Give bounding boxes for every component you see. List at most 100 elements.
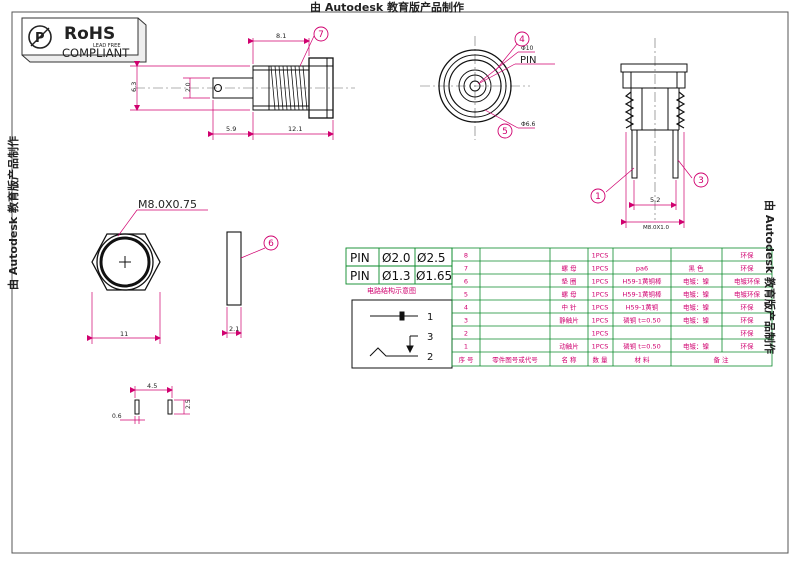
bom-cell: 电镀：镍 bbox=[683, 303, 710, 312]
bom-cell: 动触片 bbox=[559, 342, 579, 351]
pin-table-text: PIN Ø2.0 Ø2.5 PIN Ø1.3 Ø1.65 bbox=[350, 251, 452, 283]
schematic-pin-labels: 1 3 2 bbox=[427, 312, 433, 363]
bom-header-material: 材 料 bbox=[634, 355, 650, 364]
bom-cell: 1PCS bbox=[592, 291, 609, 299]
front-view bbox=[420, 36, 530, 140]
front-view-leaders bbox=[477, 51, 555, 129]
bom-cell: 电镀：镍 bbox=[683, 342, 710, 351]
pin-table-r2c1: PIN bbox=[350, 269, 370, 283]
nut-view-dimensions bbox=[87, 209, 208, 344]
dim-side-body: 12.1 bbox=[288, 125, 302, 133]
balloon-numbers: 1 3 4 5 6 7 bbox=[268, 30, 704, 249]
bom-table-grid bbox=[451, 247, 773, 367]
bom-header-no: 序 号 bbox=[458, 355, 474, 364]
bom-cell: 电镀：镍 bbox=[683, 290, 710, 299]
balloon-number-7: 7 bbox=[318, 30, 324, 40]
pin-table-r1c2: Ø2.0 bbox=[382, 251, 411, 265]
balloons bbox=[263, 26, 709, 251]
balloon-number-4: 4 bbox=[519, 35, 525, 45]
dim-right-pitch: 5.2 bbox=[650, 196, 660, 204]
drawing-frame bbox=[11, 11, 789, 554]
schematic-label-2: 2 bbox=[427, 352, 433, 363]
washer-view-dimensions bbox=[222, 247, 266, 338]
svg-text:P: P bbox=[35, 31, 45, 46]
bom-cell: 环保 bbox=[741, 342, 755, 351]
pin-table-r1c1: PIN bbox=[350, 251, 370, 265]
bom-cell: 环保 bbox=[741, 303, 755, 312]
bom-cell: pa6 bbox=[636, 265, 648, 273]
bom-cell: 环保 bbox=[741, 316, 755, 325]
rohs-title: RoHS bbox=[64, 24, 115, 44]
dim-side-height: 6.3 bbox=[130, 82, 138, 92]
dim-front-inner: Φ6.6 bbox=[521, 121, 535, 128]
bom-cell: 1 bbox=[464, 343, 468, 351]
bom-cell: 静触片 bbox=[559, 316, 579, 325]
balloon-number-1: 1 bbox=[595, 192, 601, 202]
balloon-3 bbox=[693, 172, 709, 188]
side-view bbox=[135, 57, 355, 119]
schematic-label-3: 3 bbox=[427, 332, 433, 343]
bom-cell: 1PCS bbox=[592, 252, 609, 260]
bom-header: 序 号 零件图号或代号 名 称 数 量 材 料 备 注 bbox=[458, 355, 729, 364]
bom-header-name: 名 称 bbox=[561, 355, 577, 364]
bom-cell: 电镀：镍 bbox=[683, 277, 710, 286]
balloon-1 bbox=[590, 188, 606, 204]
balloon-7 bbox=[313, 26, 329, 42]
balloon-number-3: 3 bbox=[698, 176, 704, 186]
bom-cell: 电镀：镍 bbox=[683, 316, 710, 325]
bom-cell: 5 bbox=[464, 291, 468, 299]
bom-cell: 环保 bbox=[741, 329, 755, 338]
lead-free-icon: P bbox=[28, 25, 52, 49]
circuit-schematic bbox=[351, 299, 453, 369]
dim-side-pin: 2.0 bbox=[185, 82, 192, 92]
balloon-4 bbox=[514, 31, 530, 47]
bom-cell: 3 bbox=[464, 317, 468, 325]
bom-cell: H59-1黄铜棒 bbox=[622, 277, 662, 286]
watermark-left: 由 Autodesk 教育版产品制作 bbox=[7, 135, 20, 290]
bom-cell: 黑 色 bbox=[688, 264, 704, 273]
bom-header-remark: 备 注 bbox=[713, 355, 729, 364]
bom-cell: 1PCS bbox=[592, 317, 609, 325]
right-view bbox=[620, 38, 688, 220]
circuit-caption: 电路结构示意图 bbox=[367, 286, 416, 295]
nut-view bbox=[91, 233, 161, 291]
rohs-subtitle: LEAD FREE bbox=[93, 43, 120, 49]
bom-cell: H59-1黄铜 bbox=[626, 303, 659, 312]
bom-cell: 6 bbox=[464, 278, 468, 286]
balloon-leaders bbox=[299, 35, 518, 71]
pin-table-r2c3: Ø1.65 bbox=[416, 269, 452, 283]
bom-cell: 1PCS bbox=[592, 278, 609, 286]
balloon-number-6: 6 bbox=[268, 239, 274, 249]
bom-cell: 环保 bbox=[741, 264, 755, 273]
pin-detail bbox=[134, 399, 173, 415]
dim-washer-thickness: 2.1 bbox=[229, 325, 239, 333]
bom-cell: 电镀环保 bbox=[734, 277, 761, 286]
balloon-6 bbox=[263, 235, 279, 251]
bom-cell: 4 bbox=[464, 304, 468, 312]
bom-header-code: 零件图号或代号 bbox=[492, 355, 538, 364]
bom-cell: 螺 母 bbox=[561, 264, 577, 273]
bom-cell: 磷铜 t=0.50 bbox=[623, 316, 661, 325]
bom-cell: 8 bbox=[464, 252, 468, 260]
bom-cell: 螺 母 bbox=[561, 290, 577, 299]
dim-front-outer: Φ10 bbox=[521, 45, 534, 52]
pin-table-r2c2: Ø1.3 bbox=[382, 269, 411, 283]
dim-side-top: 8.1 bbox=[276, 32, 286, 40]
pin-detail-dimensions bbox=[120, 386, 190, 424]
bom-cell: 1PCS bbox=[592, 343, 609, 351]
washer-view bbox=[226, 231, 242, 306]
label-front-pin: PIN bbox=[520, 55, 536, 66]
dim-pin-a: 4.5 bbox=[147, 382, 157, 390]
right-view-dimensions bbox=[605, 132, 693, 228]
dim-side-left: 5.9 bbox=[226, 125, 236, 133]
dim-right-thread: M8.0X1.0 bbox=[643, 225, 670, 231]
dim-pin-c: 2.5 bbox=[185, 399, 192, 409]
pin-table-r1c3: Ø2.5 bbox=[417, 251, 446, 265]
watermark-right: 由 Autodesk 教育版产品制作 bbox=[763, 200, 776, 355]
dim-nut-width: 11 bbox=[120, 330, 128, 338]
bom-cell: 环保 bbox=[741, 251, 755, 260]
bom-cell: 1PCS bbox=[592, 330, 609, 338]
balloon-number-5: 5 bbox=[502, 127, 508, 137]
nut-thread-label: M8.0X0.75 bbox=[138, 198, 197, 211]
